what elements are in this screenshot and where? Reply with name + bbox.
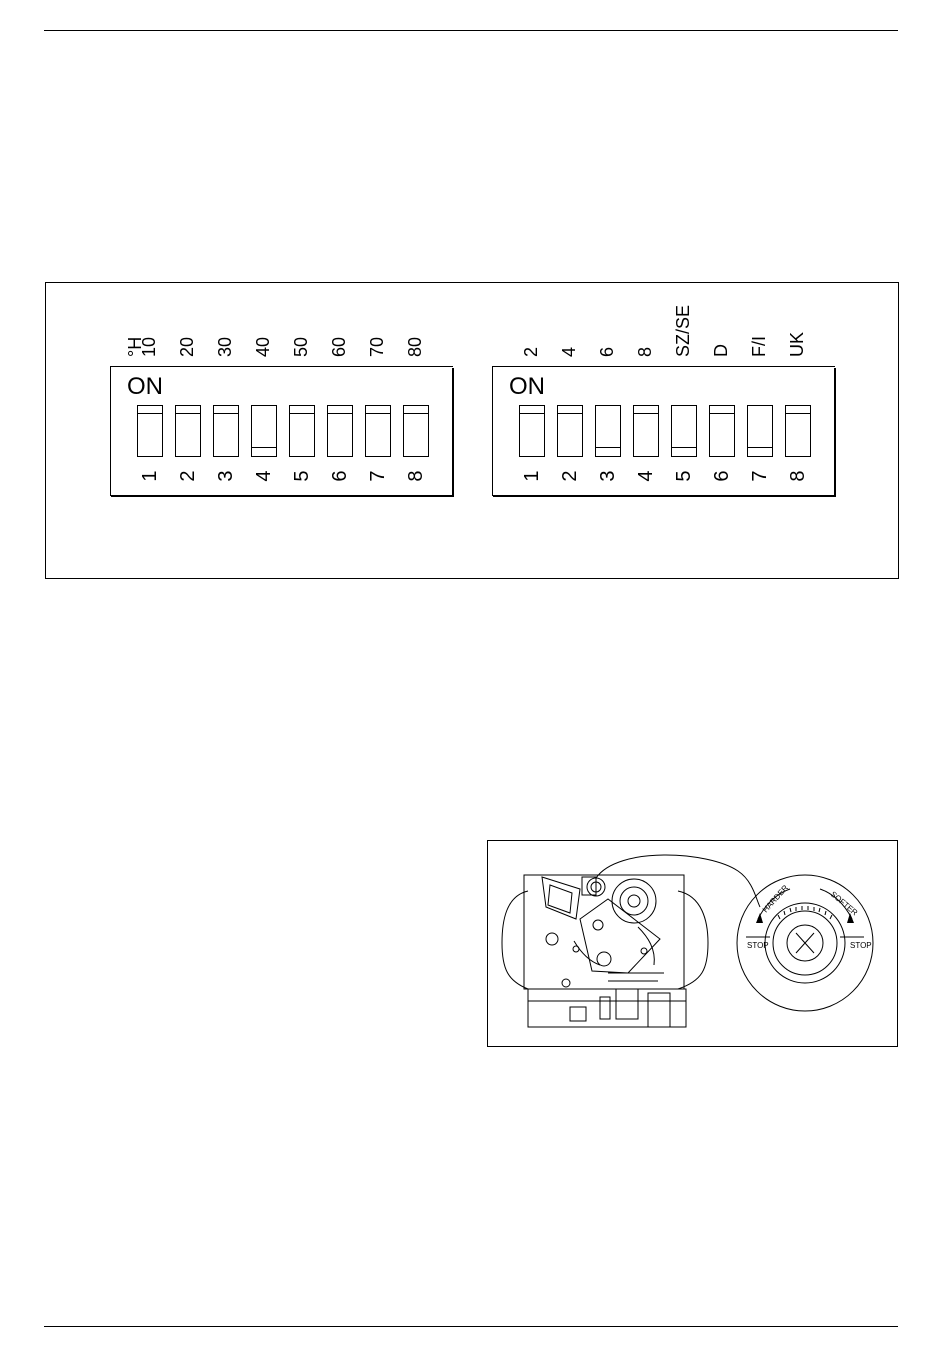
dip-switch-lever bbox=[710, 406, 734, 414]
dip-switch-lever bbox=[290, 406, 314, 414]
dip-switch-number: 2 bbox=[557, 463, 583, 489]
dip-switch-8[interactable] bbox=[403, 405, 429, 457]
dip-switch-3[interactable] bbox=[595, 405, 621, 457]
dip-switch-2[interactable] bbox=[557, 405, 583, 457]
dip-switch-lever bbox=[252, 406, 276, 448]
dip-switch-5[interactable] bbox=[671, 405, 697, 457]
dip-switch-number: 1 bbox=[519, 463, 545, 489]
valve-illustration-figure: HARDER SOFTER STOP STOP bbox=[487, 840, 898, 1047]
dip-switch-number: 6 bbox=[327, 463, 353, 489]
dip-switch-5[interactable] bbox=[289, 405, 315, 457]
dip-switch-4[interactable] bbox=[251, 405, 277, 457]
valve-drawing: HARDER SOFTER STOP STOP bbox=[488, 841, 897, 1046]
dip-switch-number: 5 bbox=[671, 463, 697, 489]
dip-switch-lever bbox=[138, 406, 162, 414]
dip-switch-number: 5 bbox=[289, 463, 315, 489]
dip-switch-1[interactable] bbox=[137, 405, 163, 457]
dip-switch-6[interactable] bbox=[709, 405, 735, 457]
dip-switch-lever bbox=[672, 406, 696, 448]
dip-switch-lever bbox=[786, 406, 810, 414]
dip-switch-lever bbox=[214, 406, 238, 414]
dip-switch-3[interactable] bbox=[213, 405, 239, 457]
dip-switch-2[interactable] bbox=[175, 405, 201, 457]
stop-left-label: STOP bbox=[747, 941, 769, 950]
dip-switch-lever bbox=[634, 406, 658, 414]
dip-switch-lever bbox=[520, 406, 544, 414]
dip-switch-number: 4 bbox=[251, 463, 277, 489]
dip-switch-number: 4 bbox=[633, 463, 659, 489]
dip-switch-number: 3 bbox=[213, 463, 239, 489]
dip-switch-number: 7 bbox=[747, 463, 773, 489]
on-label: ON bbox=[509, 373, 545, 401]
dip-switch-number: 8 bbox=[785, 463, 811, 489]
dip-switch-lever bbox=[596, 406, 620, 448]
dip-switch-lever bbox=[404, 406, 428, 414]
dip-switch-1[interactable] bbox=[519, 405, 545, 457]
dip-switch-number: 6 bbox=[709, 463, 735, 489]
dip-switch-lever bbox=[328, 406, 352, 414]
dip-switch-lever bbox=[366, 406, 390, 414]
dip-switch-number: 8 bbox=[403, 463, 429, 489]
stop-right-label: STOP bbox=[850, 941, 872, 950]
dip-switch-number: 2 bbox=[175, 463, 201, 489]
dip-switch-lever bbox=[176, 406, 200, 414]
footer-rule bbox=[44, 1326, 898, 1327]
dip-switch-lever bbox=[748, 406, 772, 448]
dip-switch-8[interactable] bbox=[785, 405, 811, 457]
dip-switch-6[interactable] bbox=[327, 405, 353, 457]
dip-switch-4[interactable] bbox=[633, 405, 659, 457]
softer-label: SOFTER bbox=[829, 890, 860, 918]
header-rule bbox=[44, 30, 898, 31]
dip-switch-number: 7 bbox=[365, 463, 391, 489]
dip-switch-number: 3 bbox=[595, 463, 621, 489]
dip-switch-7[interactable] bbox=[747, 405, 773, 457]
dip-switch-number: 1 bbox=[137, 463, 163, 489]
dip-switch-7[interactable] bbox=[365, 405, 391, 457]
dip-switch-lever bbox=[558, 406, 582, 414]
on-label: ON bbox=[127, 373, 163, 401]
